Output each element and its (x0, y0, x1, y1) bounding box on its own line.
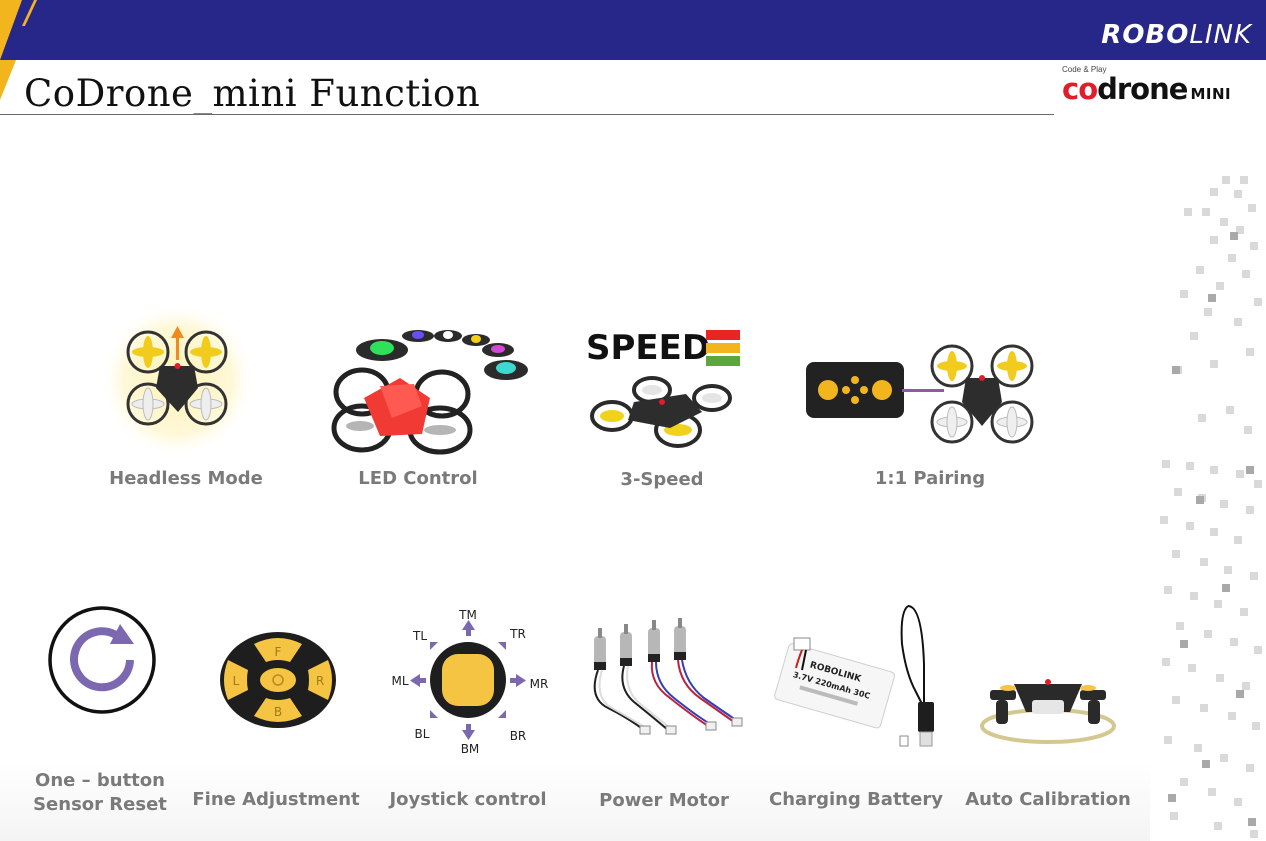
sensor-reset-label-line1: One – button (35, 770, 165, 791)
joystick-mr-label: MR (530, 677, 549, 691)
dpad-r-label: R (316, 674, 324, 688)
feature-label-joystick-control: Joystick control (389, 789, 547, 810)
feature-label-auto-calibration: Auto Calibration (965, 789, 1131, 810)
sensor-reset-label-line2: Sensor Reset (33, 794, 167, 815)
dpad-l-label: L (233, 674, 240, 688)
charging-battery-icon: ROBOLINK 3.7V 220mAh 30C (774, 605, 934, 747)
pixel-pattern-decoration (1160, 176, 1262, 838)
joystick-tr-label: TR (509, 627, 526, 641)
header-bar (0, 0, 1266, 60)
sensor-reset-icon (48, 606, 156, 714)
feature-label-fine-adjustment: Fine Adjustment (192, 789, 360, 810)
joystick-control-icon: TM TL TR ML MR BL BM BR (391, 608, 549, 754)
speed-levels-icon (706, 330, 740, 366)
logo-tagline: Code & Play (1062, 65, 1107, 74)
headless-mode-drone-icon (100, 302, 256, 458)
header-accent (0, 0, 22, 60)
power-motors-icon (593, 618, 743, 735)
feature-label-power-motor: Power Motor (599, 790, 729, 811)
joystick-tm-label: TM (458, 608, 477, 622)
speed-drone-icon (590, 376, 732, 448)
page-title: CoDrone_mini Function (24, 72, 481, 115)
speed-heading: SPEED (586, 328, 711, 368)
title-divider (0, 114, 1054, 115)
joystick-bl-label: BL (415, 727, 430, 741)
feature-label-1-1-pairing: 1:1 Pairing (874, 468, 986, 489)
feature-label-charging-battery: Charging Battery (769, 789, 943, 810)
joystick-bm-label: BM (461, 742, 480, 754)
bottom-label-band (0, 762, 1150, 841)
feature-label-sensor-reset: One – button Sensor Reset (22, 769, 178, 817)
joystick-ml-label: ML (391, 674, 408, 688)
joystick-br-label: BR (510, 729, 527, 743)
fine-adjustment-dpad-icon: F B L R (220, 632, 336, 728)
feature-label-3-speed: 3-Speed (620, 469, 704, 490)
feature-label-led-control: LED Control (358, 468, 478, 489)
title-notch (0, 60, 16, 100)
dpad-b-label: B (274, 705, 282, 719)
auto-calibration-drone-icon (980, 679, 1116, 744)
joystick-tl-label: TL (412, 629, 427, 643)
feature-label-headless-mode: Headless Mode (109, 468, 263, 489)
robolink-logo: ROBOLINK (1101, 20, 1252, 50)
led-control-drones-icon (331, 330, 528, 455)
dpad-f-label: F (275, 645, 282, 659)
pairing-controller-drone-icon (806, 344, 1034, 444)
